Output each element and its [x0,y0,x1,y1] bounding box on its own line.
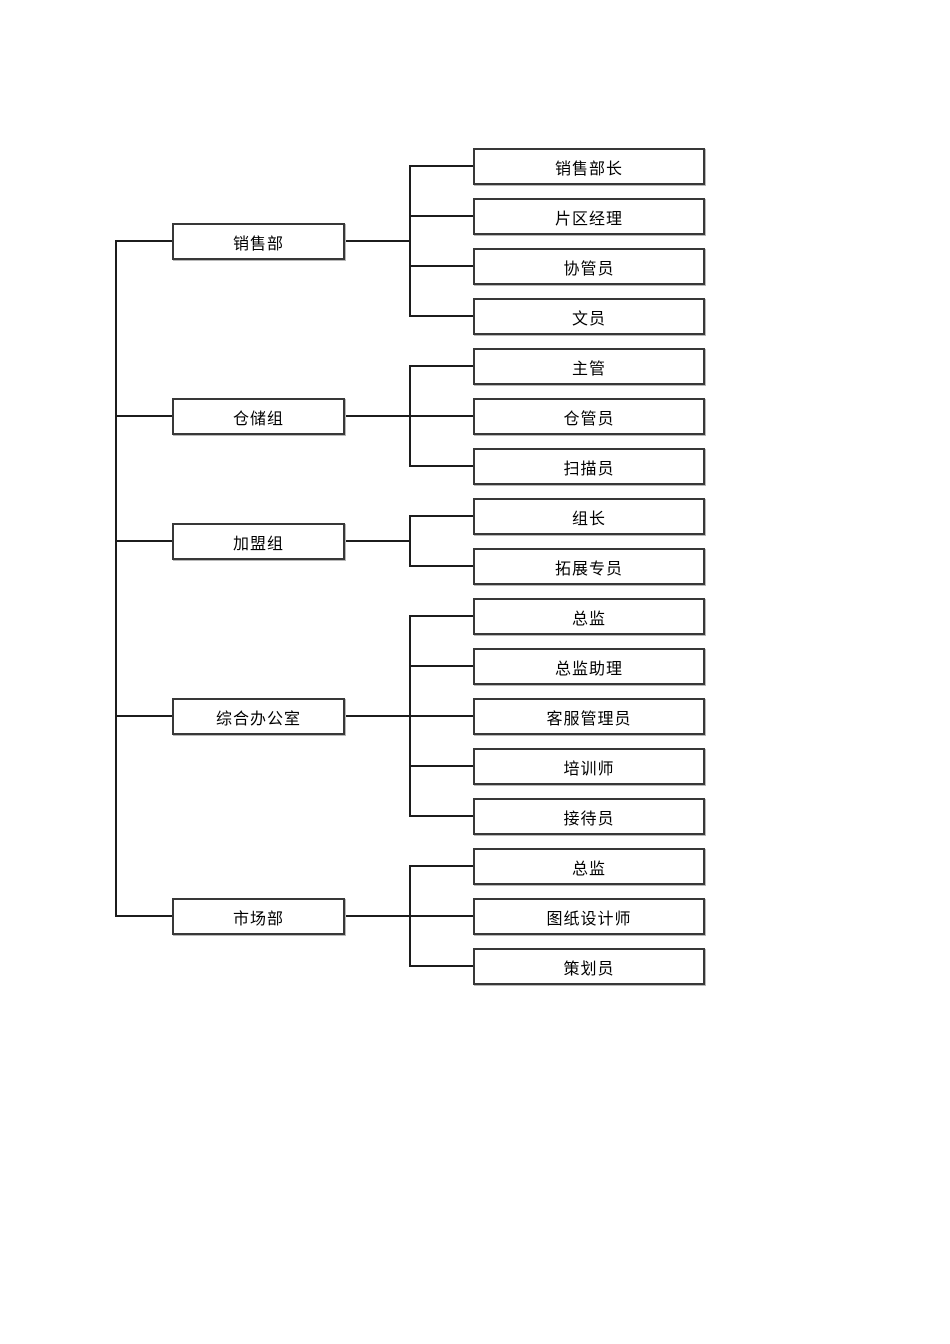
org-node-label: 培训师 [563,758,615,778]
org-node-label: 主管 [571,358,606,378]
connector-line [409,815,473,817]
org-node-label: 协管员 [563,258,615,278]
org-node-position[interactable]: 策划员 [473,948,705,985]
connector-line [409,865,473,867]
org-node-label: 接待员 [563,808,615,828]
org-node-label: 文员 [571,308,606,328]
connector-line [345,415,411,417]
org-node-label: 片区经理 [554,208,623,228]
org-node-label: 组长 [571,508,606,528]
org-node-label: 总监 [571,608,606,628]
connector-line [345,915,411,917]
connector-line [409,765,473,767]
connector-line [345,240,411,242]
connector-line [409,265,473,267]
org-node-position[interactable]: 拓展专员 [473,548,705,585]
connector-branch-line [409,165,411,317]
org-node-position[interactable]: 扫描员 [473,448,705,485]
connector-line [115,240,172,242]
org-node-position[interactable]: 仓管员 [473,398,705,435]
org-node-position[interactable]: 培训师 [473,748,705,785]
connector-line [409,165,473,167]
org-node-label: 仓管员 [563,408,615,428]
connector-line [115,540,172,542]
connector-trunk-line [115,240,117,917]
org-node-position[interactable]: 协管员 [473,248,705,285]
org-node-label: 销售部长 [554,158,623,178]
org-node-label: 客服管理员 [546,708,632,728]
org-node-marketing-dept[interactable]: 市场部 [172,898,345,935]
org-node-label: 策划员 [563,958,615,978]
org-node-position[interactable]: 总监助理 [473,648,705,685]
org-node-position[interactable]: 图纸设计师 [473,898,705,935]
org-node-label: 总监 [571,858,606,878]
org-node-position[interactable]: 片区经理 [473,198,705,235]
org-node-label: 图纸设计师 [546,908,632,928]
org-node-position[interactable]: 销售部长 [473,148,705,185]
org-node-position[interactable]: 组长 [473,498,705,535]
org-node-label: 扫描员 [563,458,615,478]
org-node-label: 仓储组 [232,408,284,428]
connector-line [409,665,473,667]
connector-line [409,315,473,317]
connector-line [409,415,473,417]
connector-line [409,615,473,617]
org-node-position[interactable]: 客服管理员 [473,698,705,735]
connector-line [345,715,411,717]
connector-line [115,415,172,417]
org-node-position[interactable]: 文员 [473,298,705,335]
connector-line [115,915,172,917]
org-node-position[interactable]: 接待员 [473,798,705,835]
org-node-general-office[interactable]: 综合办公室 [172,698,345,735]
connector-line [409,515,473,517]
connector-line [409,915,473,917]
org-node-label: 市场部 [232,908,284,928]
connector-line [409,965,473,967]
org-node-franchise-group[interactable]: 加盟组 [172,523,345,560]
connector-line [409,715,473,717]
org-node-sales-dept[interactable]: 销售部 [172,223,345,260]
connector-line [409,565,473,567]
connector-line [115,715,172,717]
org-node-position[interactable]: 总监 [473,848,705,885]
connector-line [409,365,473,367]
connector-line [345,540,411,542]
connector-branch-line [409,515,411,567]
org-node-position[interactable]: 总监 [473,598,705,635]
connector-line [409,215,473,217]
org-node-label: 销售部 [232,233,284,253]
org-node-label: 拓展专员 [554,558,623,578]
org-node-warehouse-group[interactable]: 仓储组 [172,398,345,435]
org-node-label: 综合办公室 [215,708,301,728]
connector-line [409,465,473,467]
org-node-position[interactable]: 主管 [473,348,705,385]
org-node-label: 总监助理 [554,658,623,678]
org-node-label: 加盟组 [232,533,284,553]
